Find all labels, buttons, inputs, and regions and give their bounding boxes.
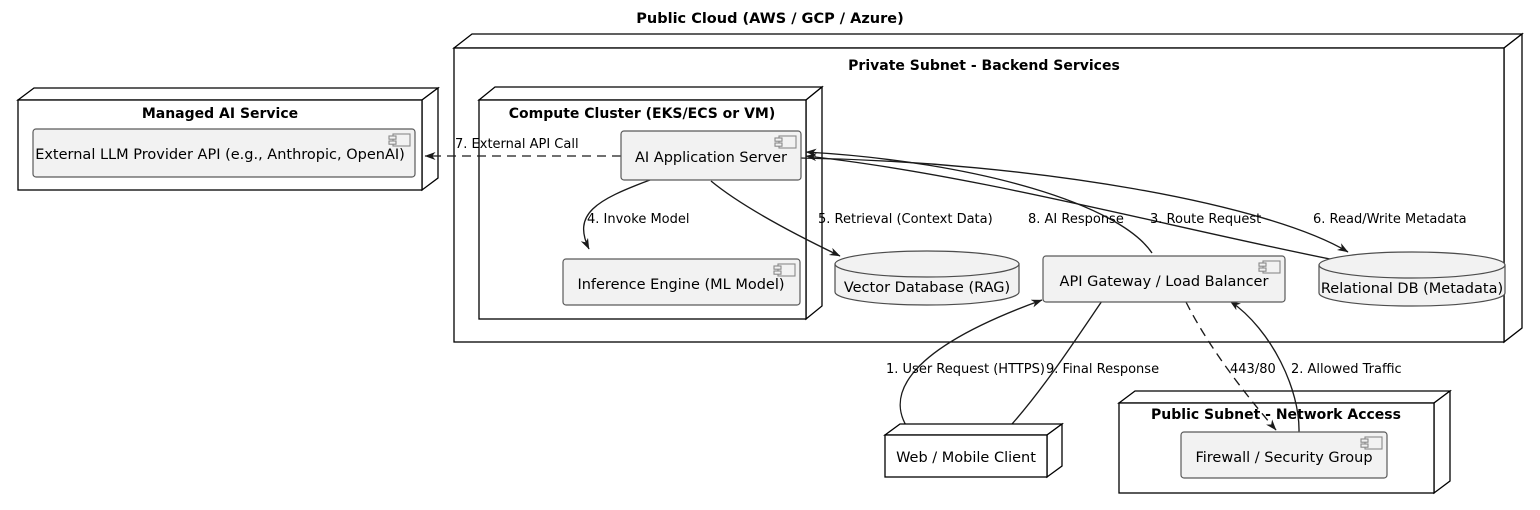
- edge-9-final-response: [999, 300, 1103, 438]
- component-ai-application-server[interactable]: AI Application Server: [620, 130, 802, 181]
- edge-8-label: 8. AI Response: [1028, 212, 1124, 227]
- firewall-label: Firewall / Security Group: [1195, 450, 1372, 466]
- edge-1-label: 1. User Request (HTTPS): [886, 362, 1045, 377]
- external-llm-label: External LLM Provider API (e.g., Anthrop…: [35, 147, 405, 163]
- edge-2-label: 2. Allowed Traffic: [1291, 362, 1402, 377]
- edge-2-allowed-traffic: [1229, 300, 1300, 433]
- database-relational-db[interactable]: Relational DB (Metadata): [1318, 251, 1506, 307]
- edge-3-label: 3. Route Request: [1150, 212, 1261, 227]
- edge-443-80-port: [1185, 301, 1277, 431]
- compute-cluster-label: Compute Cluster (EKS/ECS or VM): [509, 106, 776, 122]
- vector-db-label: Vector Database (RAG): [844, 280, 1010, 296]
- edge-4-label: 4. Invoke Model: [587, 212, 689, 227]
- component-api-gateway[interactable]: API Gateway / Load Balancer: [1042, 255, 1286, 303]
- edge-5-retrieval: [710, 180, 841, 257]
- uml-component-icon: [774, 135, 797, 149]
- component-firewall[interactable]: Firewall / Security Group: [1180, 431, 1388, 479]
- edge-6-label: 6. Read/Write Metadata: [1313, 212, 1467, 227]
- edge-4-invoke-model: [580, 179, 651, 250]
- component-external-llm-provider[interactable]: External LLM Provider API (e.g., Anthrop…: [32, 128, 416, 178]
- edge-1-user-request: [899, 299, 1043, 435]
- uml-component-icon: [1258, 260, 1281, 274]
- edge-5-label: 5. Retrieval (Context Data): [818, 212, 993, 227]
- uml-component-icon: [1360, 436, 1383, 450]
- edge-7-label: 7. External API Call: [455, 137, 579, 152]
- inference-engine-label: Inference Engine (ML Model): [577, 277, 784, 293]
- api-gateway-label: API Gateway / Load Balancer: [1060, 274, 1269, 290]
- node-web-mobile-client[interactable]: Web / Mobile Client: [883, 422, 1064, 479]
- managed-ai-service-label: Managed AI Service: [142, 106, 298, 122]
- edge-3-route-request: [805, 148, 1153, 254]
- relational-db-label: Relational DB (Metadata): [1321, 281, 1503, 297]
- uml-component-icon: [388, 133, 411, 147]
- ai-application-server-label: AI Application Server: [635, 150, 787, 166]
- uml-component-icon: [773, 263, 796, 277]
- client-label: Web / Mobile Client: [896, 450, 1036, 466]
- component-inference-engine[interactable]: Inference Engine (ML Model): [562, 258, 801, 306]
- edge-9-label: 9. Final Response: [1046, 362, 1159, 377]
- edge-443-80-label: 443/80: [1230, 362, 1276, 377]
- private-subnet-label: Private Subnet - Backend Services: [848, 58, 1120, 74]
- database-vector-db[interactable]: Vector Database (RAG): [834, 250, 1020, 306]
- edge-6-read-write-metadata: [799, 157, 1349, 253]
- public-subnet-label: Public Subnet - Network Access: [1151, 407, 1401, 423]
- diagram-title: Public Cloud (AWS / GCP / Azure): [636, 11, 903, 27]
